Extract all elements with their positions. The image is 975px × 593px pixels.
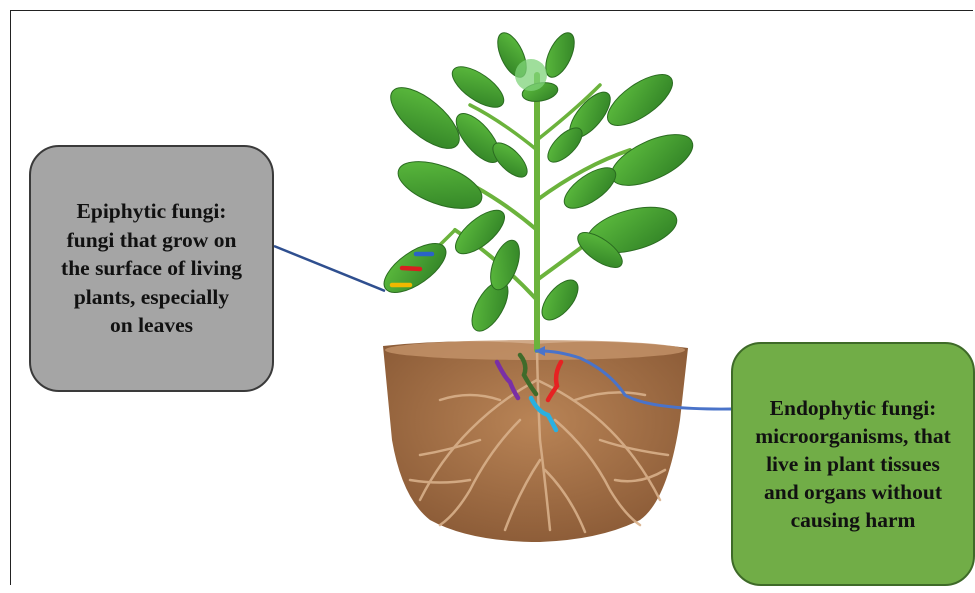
soil-with-roots: [383, 340, 688, 542]
endophytic-fungi-callout: Endophytic fungi: microorganisms, that l…: [731, 342, 975, 586]
epiphytic-fungi-callout: Epiphytic fungi: fungi that grow on the …: [29, 145, 274, 392]
endophytic-fungi-text: Endophytic fungi: microorganisms, that l…: [751, 394, 955, 534]
epiphytic-fungi-text: Epiphytic fungi: fungi that grow on the …: [61, 197, 242, 340]
epiphytic-connector: [274, 246, 385, 291]
bud-highlight: [515, 59, 547, 91]
